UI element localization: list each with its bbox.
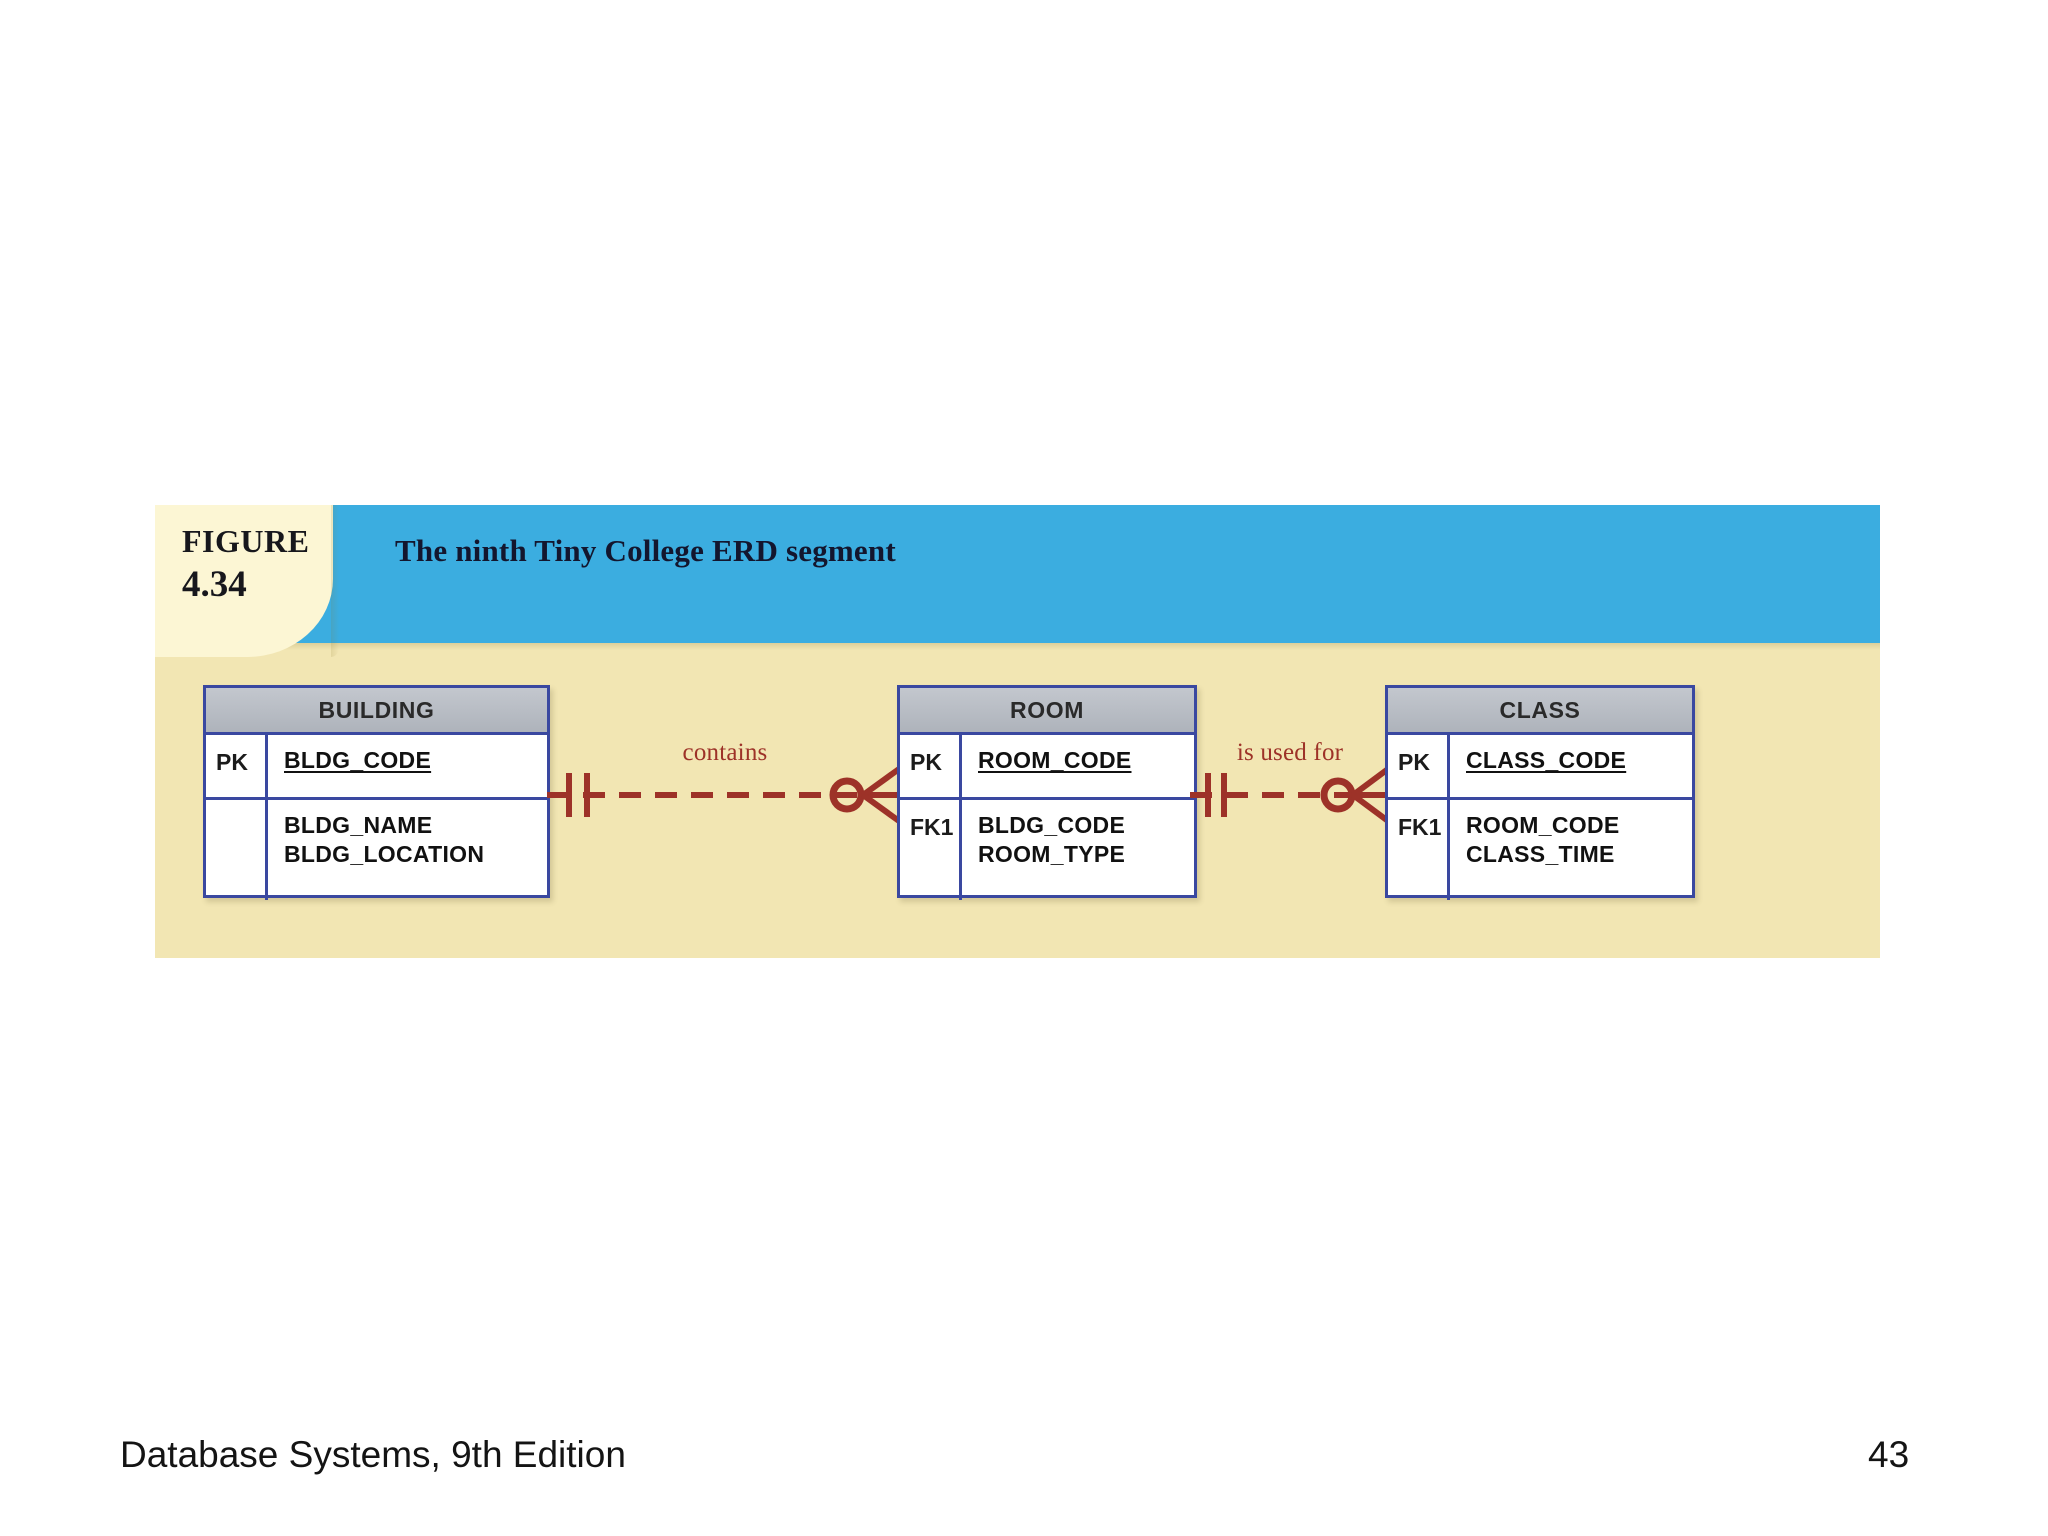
relationship-contains: contains [547, 735, 903, 855]
attribute-room-bldg-code: BLDG_CODE [978, 812, 1126, 838]
entity-room-pk-attrs: ROOM_CODE [962, 735, 1194, 797]
cardinality-zero-circle-icon [1320, 777, 1356, 813]
entity-class-pk-row: PK CLASS_CODE [1388, 735, 1692, 800]
erd-canvas: BUILDING PK BLDG_CODE BLDG_NAME BLDG_LOC… [155, 643, 1880, 958]
entity-building[interactable]: BUILDING PK BLDG_CODE BLDG_NAME BLDG_LOC… [203, 685, 550, 900]
entity-class[interactable]: CLASS PK CLASS_CODE FK1 ROOM_CODE CLASS_… [1385, 685, 1695, 900]
entity-room-attr-row: FK1 BLDG_CODE ROOM_TYPE [900, 800, 1194, 900]
entity-class-body: PK CLASS_CODE FK1 ROOM_CODE CLASS_TIME [1388, 735, 1692, 900]
figure-panel: FIGURE 4.34 The ninth Tiny College ERD s… [155, 505, 1880, 958]
cardinality-zero-circle-icon [829, 777, 865, 813]
entity-building-pk-attrs: BLDG_CODE [268, 735, 547, 797]
figure-label-number: 4.34 [182, 564, 247, 605]
crowsfoot-upper-icon [861, 766, 901, 798]
entity-room-pk-key: PK [900, 735, 962, 797]
attribute-bldg-code: BLDG_CODE [284, 747, 432, 773]
entity-class-attr-row: FK1 ROOM_CODE CLASS_TIME [1388, 800, 1692, 900]
figure-caption: The ninth Tiny College ERD segment [395, 533, 896, 568]
relationship-is-used-for-label: is used for [1236, 739, 1344, 766]
entity-class-title: CLASS [1388, 688, 1692, 735]
entity-class-attrs: ROOM_CODE CLASS_TIME [1450, 800, 1692, 900]
relationship-is-used-for: is used for [1190, 735, 1390, 855]
entity-building-attrs: BLDG_NAME BLDG_LOCATION [268, 800, 547, 900]
crowsfoot-lower-icon [1351, 792, 1390, 824]
entity-class-pk-key: PK [1388, 735, 1450, 797]
footer-page-number: 43 [1868, 1434, 1910, 1475]
attribute-room-code: ROOM_CODE [978, 747, 1132, 773]
relationship-is-used-for-connector [1190, 766, 1390, 824]
entity-room-body: PK ROOM_CODE FK1 BLDG_CODE ROOM_TYPE [900, 735, 1194, 900]
attribute-bldg-location: BLDG_LOCATION [284, 840, 485, 867]
entity-building-pk-key: PK [206, 735, 268, 797]
entity-building-body: PK BLDG_CODE BLDG_NAME BLDG_LOCATION [206, 735, 547, 900]
crowsfoot-lower-icon [861, 792, 901, 824]
relationship-contains-connector [547, 766, 903, 824]
entity-room-title: ROOM [900, 688, 1194, 735]
figure-title-bar [155, 505, 1880, 650]
attribute-class-code: CLASS_CODE [1466, 747, 1627, 773]
figure-label-tab [155, 505, 339, 657]
entity-room-attrs: BLDG_CODE ROOM_TYPE [962, 800, 1194, 900]
entity-building-attr-key [206, 800, 268, 900]
attribute-class-time: CLASS_TIME [1466, 840, 1615, 867]
entity-building-attr-row: BLDG_NAME BLDG_LOCATION [206, 800, 547, 900]
entity-room-fk-key: FK1 [900, 800, 962, 900]
entity-room[interactable]: ROOM PK ROOM_CODE FK1 BLDG_CODE ROOM_TYP… [897, 685, 1197, 900]
figure-label-word: FIGURE [182, 523, 310, 559]
entity-class-fk-key: FK1 [1388, 800, 1450, 900]
entity-class-pk-attrs: CLASS_CODE [1450, 735, 1692, 797]
attribute-room-type: ROOM_TYPE [978, 840, 1126, 867]
entity-room-pk-row: PK ROOM_CODE [900, 735, 1194, 800]
attribute-bldg-name: BLDG_NAME [284, 812, 433, 838]
footer-book-title: Database Systems, 9th Edition [120, 1434, 626, 1475]
entity-building-title: BUILDING [206, 688, 547, 735]
relationship-contains-label: contains [682, 739, 768, 766]
entity-building-pk-row: PK BLDG_CODE [206, 735, 547, 800]
attribute-class-room-code: ROOM_CODE [1466, 812, 1620, 838]
crowsfoot-upper-icon [1351, 766, 1390, 798]
